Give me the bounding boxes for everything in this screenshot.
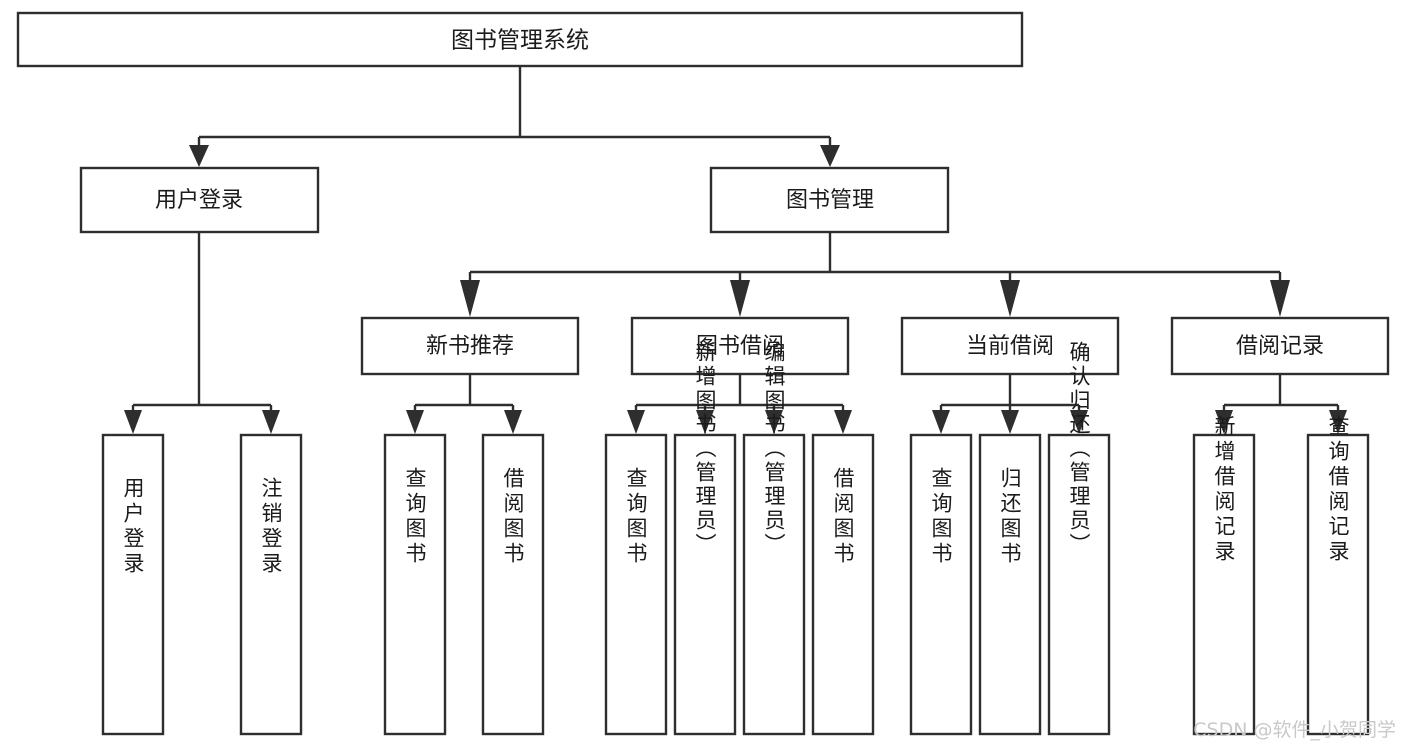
node-book-manage-label: 图书管理 bbox=[786, 188, 874, 213]
leaf-box-current-confirm-return[interactable] bbox=[1047, 433, 1111, 736]
node-user-login-label: 用户登录 bbox=[155, 188, 243, 213]
node-new-book-recommend-box[interactable] bbox=[360, 316, 580, 376]
leaf-label-borrow-add-book: 新增图书（管理员） bbox=[693, 341, 717, 557]
arrowhead-leaf-b3 bbox=[765, 410, 783, 434]
leaf-node-recommend-borrow-book[interactable]: 借阅图书 bbox=[481, 433, 545, 736]
node-current-borrow-label: 当前借阅 bbox=[966, 334, 1054, 359]
leaf-box-recommend-query-book[interactable] bbox=[383, 433, 447, 736]
arrowhead-user-login bbox=[189, 145, 209, 167]
node-borrow-record[interactable]: 借阅记录 bbox=[1170, 316, 1390, 376]
node-book-manage[interactable]: 图书管理 bbox=[709, 166, 950, 234]
node-book-borrow[interactable]: 图书借阅 bbox=[630, 316, 850, 376]
leaf-label-recommend-query-book: 查询图书 bbox=[403, 467, 427, 567]
node-user-login[interactable]: 用户登录 bbox=[79, 166, 320, 234]
arrowhead-leaf-c2 bbox=[1001, 410, 1019, 434]
leaf-node-current-return-book[interactable]: 归还图书 bbox=[978, 433, 1042, 736]
leaf-label-borrow-borrow-book: 借阅图书 bbox=[831, 467, 855, 567]
arrowhead-leaf-n2 bbox=[504, 410, 522, 434]
leaf-node-current-query-book[interactable]: 查询图书 bbox=[909, 433, 973, 736]
arrowhead-leaf-u2 bbox=[262, 410, 280, 434]
leaf-box-record-add-record[interactable] bbox=[1192, 433, 1256, 736]
leaf-label-borrow-edit-book: 编辑图书（管理员） bbox=[762, 341, 786, 557]
arrowhead-leaf-u1 bbox=[124, 410, 142, 434]
csdn-watermark: CSDN @软件_小贺同学 bbox=[1193, 719, 1396, 741]
node-current-borrow-box[interactable] bbox=[900, 316, 1120, 376]
leaf-node-user-login-login[interactable]: 用户登录 bbox=[101, 433, 165, 736]
leaf-node-record-add-record[interactable]: 新增借阅记录 bbox=[1192, 415, 1256, 736]
connector-user-login-to-leaves bbox=[124, 232, 280, 434]
node-new-book-recommend[interactable]: 新书推荐 bbox=[360, 316, 580, 376]
node-root-label: 图书管理系统 bbox=[451, 28, 589, 54]
leaf-box-borrow-borrow-book[interactable] bbox=[811, 433, 875, 736]
leaf-box-recommend-borrow-book[interactable] bbox=[481, 433, 545, 736]
leaf-box-borrow-query-book[interactable] bbox=[604, 433, 668, 736]
arrowhead-leaf-b2 bbox=[696, 410, 714, 434]
node-book-manage-box[interactable] bbox=[709, 166, 950, 234]
leaf-node-borrow-borrow-book[interactable]: 借阅图书 bbox=[811, 433, 875, 736]
leaf-node-borrow-add-book[interactable]: 新增图书（管理员） bbox=[673, 341, 737, 736]
leaf-label-user-logout: 注销登录 bbox=[259, 477, 283, 577]
node-book-borrow-label: 图书借阅 bbox=[696, 334, 784, 359]
connector-current-borrow-to-leaves bbox=[932, 374, 1088, 434]
leaf-label-record-query-record: 查询借阅记录 bbox=[1326, 415, 1350, 565]
leaf-box-current-query-book[interactable] bbox=[909, 433, 973, 736]
leaf-label-record-add-record: 新增借阅记录 bbox=[1212, 415, 1236, 565]
leaf-node-user-logout[interactable]: 注销登录 bbox=[239, 433, 303, 736]
leaf-box-current-return-book[interactable] bbox=[978, 433, 1042, 736]
leaf-node-borrow-edit-book[interactable]: 编辑图书（管理员） bbox=[742, 341, 806, 736]
arrowhead-leaf-c1 bbox=[932, 410, 950, 434]
arrowhead-leaf-r2 bbox=[1329, 410, 1347, 434]
node-new-book-recommend-label: 新书推荐 bbox=[426, 334, 514, 359]
arrowhead-leaf-b1 bbox=[627, 410, 645, 434]
leaf-node-record-query-record[interactable]: 查询借阅记录 bbox=[1306, 415, 1370, 736]
leaf-node-current-confirm-return[interactable]: 确认归还（管理员） bbox=[1047, 341, 1111, 736]
leaf-box-borrow-add-book[interactable] bbox=[673, 433, 737, 736]
leaf-label-current-confirm-return: 确认归还（管理员） bbox=[1067, 341, 1091, 557]
arrowhead-book-manage bbox=[820, 145, 840, 167]
connector-book-manage-to-level3 bbox=[460, 232, 1290, 317]
connector-root-to-level2 bbox=[189, 66, 840, 167]
node-current-borrow[interactable]: 当前借阅 bbox=[900, 316, 1120, 376]
leaf-box-user-logout[interactable] bbox=[239, 433, 303, 736]
leaf-label-borrow-query-book: 查询图书 bbox=[624, 467, 648, 567]
leaf-box-record-query-record[interactable] bbox=[1306, 433, 1370, 736]
arrowhead-leaf-c3 bbox=[1070, 410, 1088, 434]
leaf-box-borrow-edit-book[interactable] bbox=[742, 433, 806, 736]
connector-borrow-record-to-leaves bbox=[1215, 374, 1347, 434]
leaf-label-recommend-borrow-book: 借阅图书 bbox=[501, 467, 525, 567]
node-borrow-record-box[interactable] bbox=[1170, 316, 1390, 376]
leaf-node-recommend-query-book[interactable]: 查询图书 bbox=[383, 433, 447, 736]
leaf-label-user-login-login: 用户登录 bbox=[121, 477, 145, 577]
leaf-label-current-query-book: 查询图书 bbox=[929, 467, 953, 567]
node-root-box[interactable] bbox=[16, 11, 1024, 68]
connector-new-book-to-leaves bbox=[406, 374, 522, 434]
arrowhead-leaf-b4 bbox=[834, 410, 852, 434]
leaf-label-current-return-book: 归还图书 bbox=[998, 467, 1022, 567]
arrowhead-borrow-record bbox=[1270, 280, 1290, 317]
arrowhead-leaf-r1 bbox=[1215, 410, 1233, 434]
node-root[interactable]: 图书管理系统 bbox=[16, 11, 1024, 68]
node-borrow-record-label: 借阅记录 bbox=[1236, 334, 1324, 359]
leaf-box-user-login-login[interactable] bbox=[101, 433, 165, 736]
arrowhead-leaf-n1 bbox=[406, 410, 424, 434]
node-book-borrow-box[interactable] bbox=[630, 316, 850, 376]
arrowhead-new-book bbox=[460, 280, 480, 317]
leaf-node-borrow-query-book[interactable]: 查询图书 bbox=[604, 433, 668, 736]
connector-book-borrow-to-leaves bbox=[627, 374, 852, 434]
arrowhead-book-borrow bbox=[730, 280, 750, 317]
arrowhead-current-borrow bbox=[1000, 280, 1020, 317]
